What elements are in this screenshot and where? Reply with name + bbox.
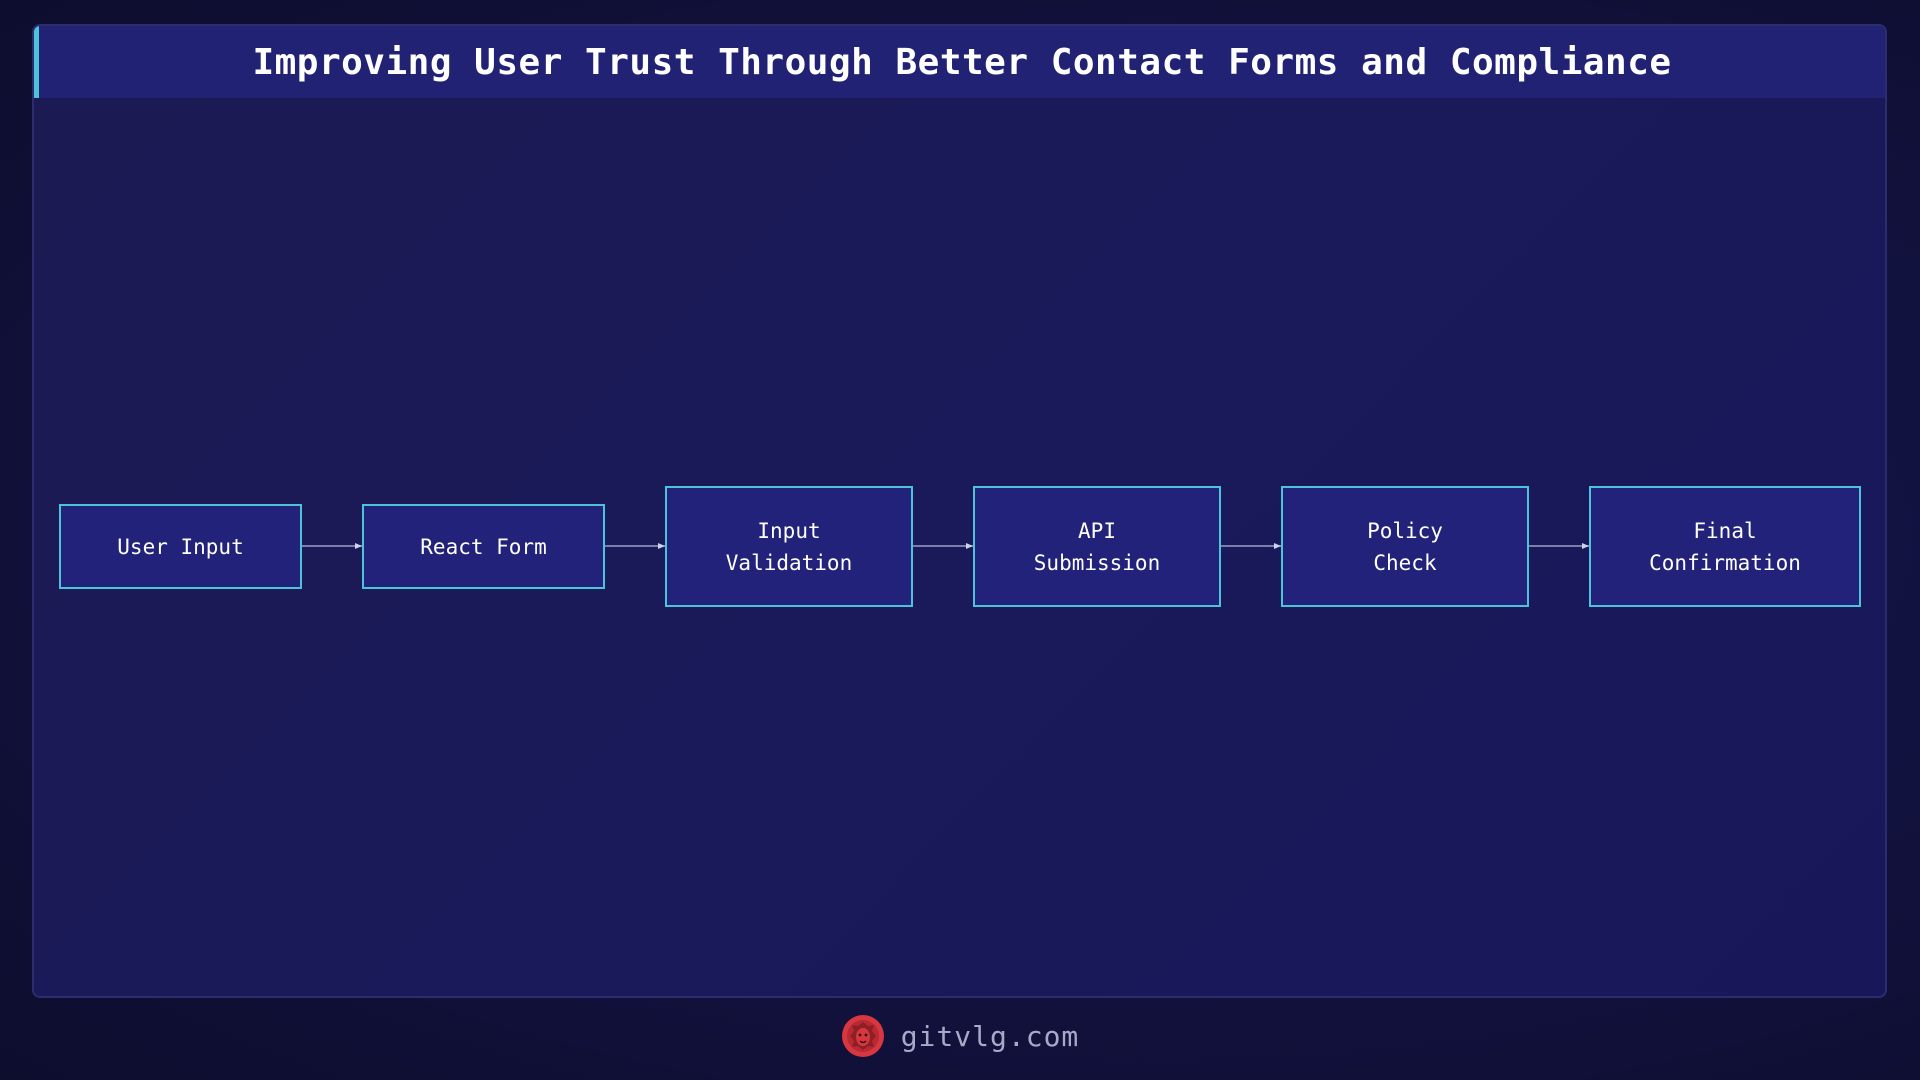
node-policy-check: Policy Check (1281, 486, 1529, 607)
page-title: Improving User Trust Through Better Cont… (252, 41, 1672, 83)
node-final-confirmation: Final Confirmation (1589, 486, 1861, 607)
node-api-submission: API Submission (973, 486, 1221, 607)
site-url[interactable]: gitvlg.com (900, 1019, 1080, 1053)
node-react-form: React Form (362, 504, 605, 589)
footer: gitvlg.com (0, 1010, 1920, 1062)
diagram-panel: Improving User Trust Through Better Cont… (32, 24, 1887, 998)
node-input-validation: Input Validation (665, 486, 913, 607)
lion-head-icon (841, 1014, 885, 1058)
node-user-input: User Input (59, 504, 302, 589)
title-bar: Improving User Trust Through Better Cont… (34, 26, 1885, 98)
